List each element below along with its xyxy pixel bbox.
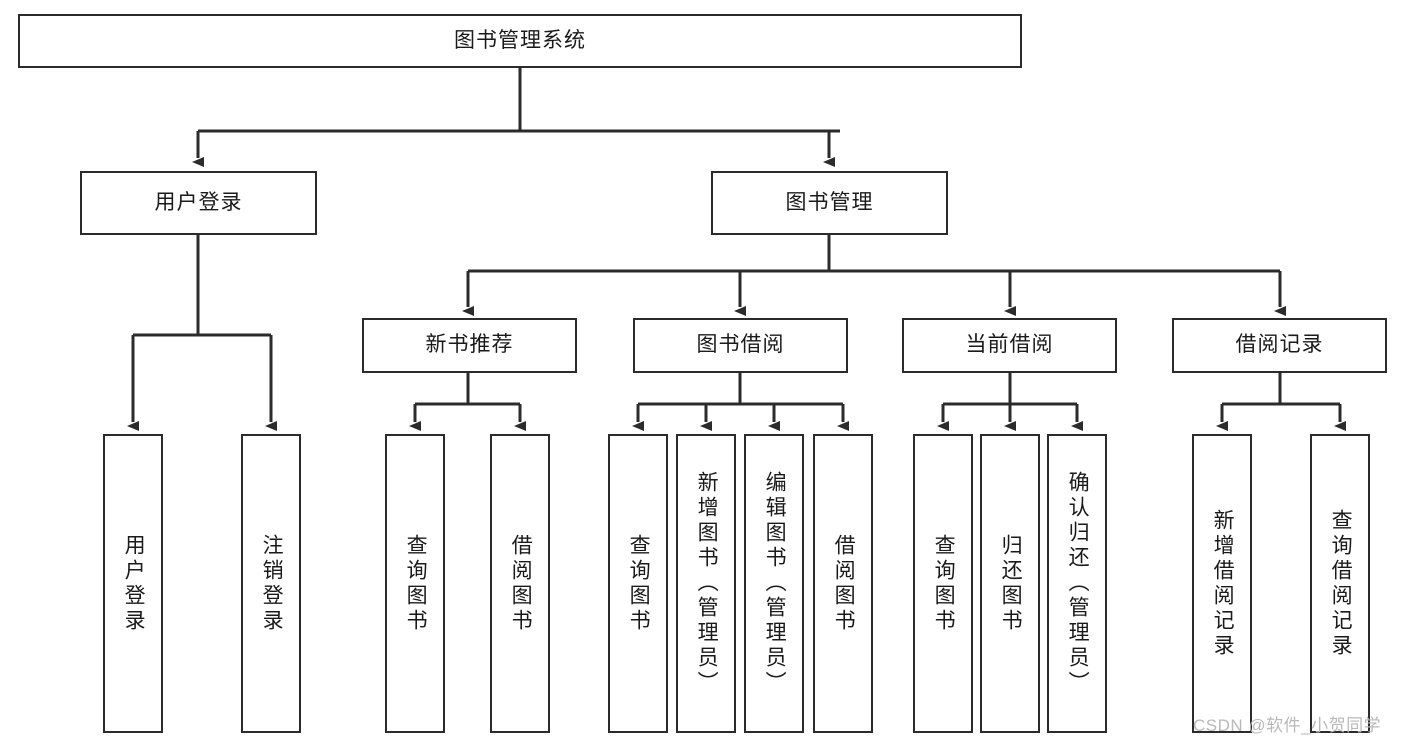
node-user-login[interactable]: 用户登录 <box>80 171 317 235</box>
leaf-book-borrow-borrow[interactable]: 借阅图书 <box>813 434 873 733</box>
leaf-book-borrow-borrow-label: 借阅图书 <box>832 533 856 634</box>
leaf-current-borrow-confirm-label: 确认归还（管理员） <box>1066 471 1090 696</box>
node-book-borrow-label: 图书借阅 <box>696 333 785 357</box>
leaf-book-borrow-edit-label: 编辑图书（管理员） <box>763 471 787 696</box>
leaf-book-borrow-add-label: 新增图书（管理员） <box>695 471 719 696</box>
leaf-new-book-borrow[interactable]: 借阅图书 <box>490 434 550 733</box>
node-new-book-recommend[interactable]: 新书推荐 <box>362 318 577 373</box>
leaf-new-book-borrow-label: 借阅图书 <box>509 533 533 634</box>
leaf-user-login-login[interactable]: 用户登录 <box>103 434 163 733</box>
leaf-current-borrow-return[interactable]: 归还图书 <box>980 434 1040 733</box>
node-root-label: 图书管理系统 <box>454 28 586 52</box>
leaf-borrow-record-add[interactable]: 新增借阅记录 <box>1192 434 1252 733</box>
leaf-user-login-login-label: 用户登录 <box>122 533 146 634</box>
node-current-borrow-label: 当前借阅 <box>965 333 1054 357</box>
node-borrow-record[interactable]: 借阅记录 <box>1172 318 1387 373</box>
leaf-book-borrow-query-label: 查询图书 <box>627 533 651 634</box>
leaf-book-borrow-edit[interactable]: 编辑图书（管理员） <box>744 434 804 733</box>
leaf-user-login-logout-label: 注销登录 <box>260 533 284 634</box>
leaf-current-borrow-query[interactable]: 查询图书 <box>913 434 973 733</box>
node-new-book-recommend-label: 新书推荐 <box>425 333 514 357</box>
node-current-borrow[interactable]: 当前借阅 <box>902 318 1117 373</box>
node-root[interactable]: 图书管理系统 <box>18 14 1022 68</box>
leaf-current-borrow-return-label: 归还图书 <box>999 533 1023 634</box>
leaf-book-borrow-add[interactable]: 新增图书（管理员） <box>676 434 736 733</box>
leaf-borrow-record-add-label: 新增借阅记录 <box>1211 508 1235 659</box>
leaf-borrow-record-query[interactable]: 查询借阅记录 <box>1310 434 1370 733</box>
node-book-management[interactable]: 图书管理 <box>711 171 948 235</box>
leaf-current-borrow-confirm[interactable]: 确认归还（管理员） <box>1047 434 1107 733</box>
node-book-borrow[interactable]: 图书借阅 <box>633 318 848 373</box>
node-borrow-record-label: 借阅记录 <box>1235 333 1324 357</box>
leaf-new-book-query-label: 查询图书 <box>404 533 428 634</box>
node-user-login-label: 用户登录 <box>154 190 243 214</box>
leaf-current-borrow-query-label: 查询图书 <box>932 533 956 634</box>
leaf-book-borrow-query[interactable]: 查询图书 <box>608 434 668 733</box>
leaf-user-login-logout[interactable]: 注销登录 <box>241 434 301 733</box>
leaf-new-book-query[interactable]: 查询图书 <box>385 434 445 733</box>
node-book-management-label: 图书管理 <box>785 190 874 214</box>
leaf-borrow-record-query-label: 查询借阅记录 <box>1329 508 1353 659</box>
